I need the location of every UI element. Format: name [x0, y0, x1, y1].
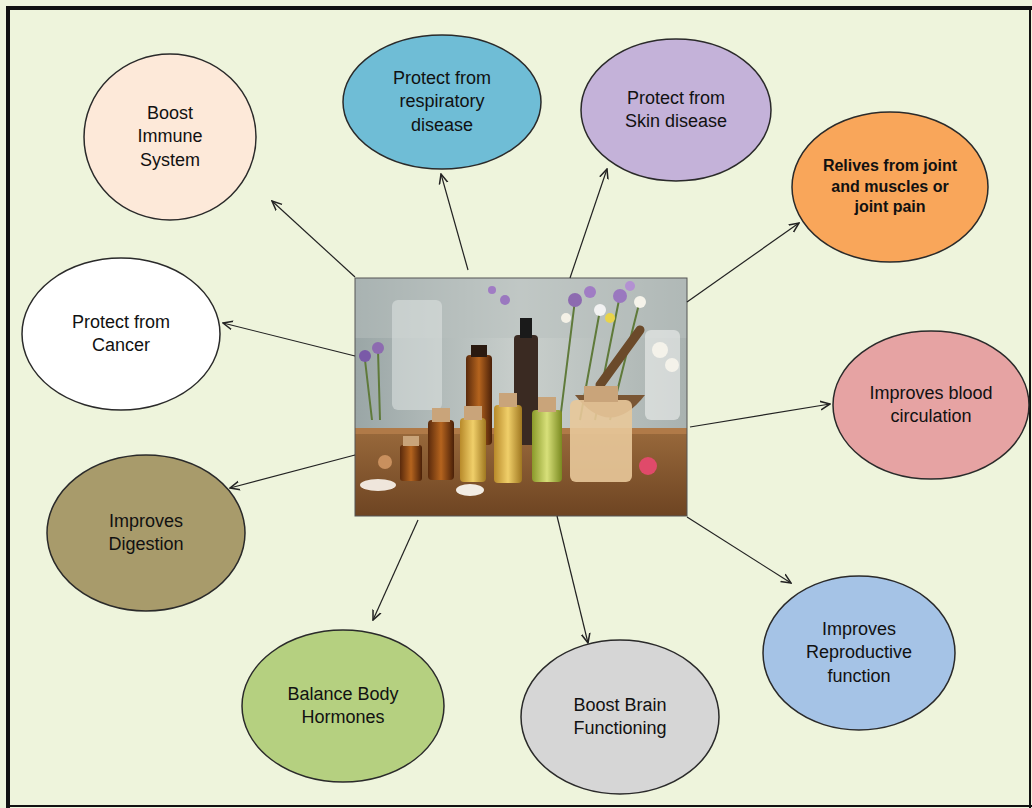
- glass-jar: [645, 330, 680, 420]
- frame-border: [8, 8, 1032, 808]
- ellipse-shape: [581, 39, 771, 181]
- ellipse-outline: [241, 629, 445, 783]
- oil-bottles: [400, 318, 632, 483]
- benefit-ellipse: Relives from joint and muscles or joint …: [791, 111, 989, 263]
- ellipse-text-holder: Protect from respiratory disease: [342, 34, 542, 170]
- ellipse-shape: [242, 630, 444, 782]
- benefit-label: Balance Body Hormones: [280, 683, 406, 730]
- ellipse-shape: [343, 35, 541, 169]
- leader-arrow: [272, 201, 355, 277]
- frame-border: [8, 8, 1032, 808]
- ellipse-outline: [520, 639, 720, 795]
- benefit-ellipse: Balance Body Hormones: [241, 629, 445, 783]
- benefit-label: Protect from Skin disease: [623, 87, 729, 134]
- benefit-ellipse: Boost Brain Functioning: [520, 639, 720, 795]
- benefit-label: Boost Brain Functioning: [562, 694, 678, 741]
- benefit-ellipse: Improves Digestion: [46, 454, 246, 612]
- ellipse-text-holder: Relives from joint and muscles or joint …: [791, 111, 989, 263]
- petals: [360, 455, 657, 496]
- ellipse-shape: [521, 640, 719, 794]
- ellipse-text-holder: Boost Brain Functioning: [520, 639, 720, 795]
- glass-jar: [392, 300, 442, 410]
- ellipse-shape: [84, 54, 256, 220]
- ellipse-text-holder: Improves Digestion: [46, 454, 246, 612]
- leader-arrow: [373, 520, 418, 620]
- ellipse-outline: [46, 454, 246, 612]
- ellipse-text-holder: Protect from Cancer: [21, 257, 221, 411]
- benefit-label: Boost Immune System: [113, 102, 228, 172]
- leader-arrows: [223, 169, 830, 643]
- benefit-ellipse: Protect from Skin disease: [580, 38, 772, 182]
- ellipse-shape: [47, 455, 245, 611]
- leader-arrow: [690, 404, 830, 427]
- benefit-ellipse: Protect from Cancer: [21, 257, 221, 411]
- leader-arrow: [230, 455, 355, 488]
- ellipse-shape: [22, 258, 220, 410]
- ellipse-shape: [792, 112, 988, 262]
- benefit-ellipse: Boost Immune System: [83, 53, 257, 221]
- ellipse-outline: [21, 257, 221, 411]
- benefit-ellipse: Improves blood circulation: [832, 330, 1030, 480]
- leader-arrow: [441, 174, 468, 270]
- leader-arrow: [687, 223, 799, 302]
- leader-arrow: [223, 323, 355, 356]
- ellipse-text-holder: Improves Reproductive function: [762, 575, 956, 731]
- ellipse-outline: [832, 330, 1030, 480]
- ellipse-outline: [580, 38, 772, 182]
- benefit-label: Improves Digestion: [91, 510, 201, 557]
- photo-wall: [355, 278, 687, 516]
- ellipse-shape: [833, 331, 1029, 479]
- ellipse-shape: [763, 576, 955, 730]
- ellipse-text-holder: Boost Immune System: [83, 53, 257, 221]
- benefit-label: Improves blood circulation: [860, 382, 1003, 429]
- ellipse-text-holder: Improves blood circulation: [832, 330, 1030, 480]
- ellipse-text-holder: Balance Body Hormones: [241, 629, 445, 783]
- leader-arrow: [570, 169, 607, 278]
- photo-border: [355, 278, 687, 516]
- essential-oils-photo: [355, 278, 687, 516]
- leader-arrow: [687, 517, 791, 583]
- benefit-ellipse: Protect from respiratory disease: [342, 34, 542, 170]
- benefit-label: Protect from Cancer: [59, 311, 183, 358]
- leader-arrow: [557, 516, 588, 643]
- benefit-label: Relives from joint and muscles or joint …: [823, 156, 958, 218]
- benefit-ellipse: Improves Reproductive function: [762, 575, 956, 731]
- ellipse-text-holder: Protect from Skin disease: [580, 38, 772, 182]
- benefit-label: Improves Reproductive function: [793, 618, 925, 688]
- benefit-label: Protect from respiratory disease: [384, 67, 500, 137]
